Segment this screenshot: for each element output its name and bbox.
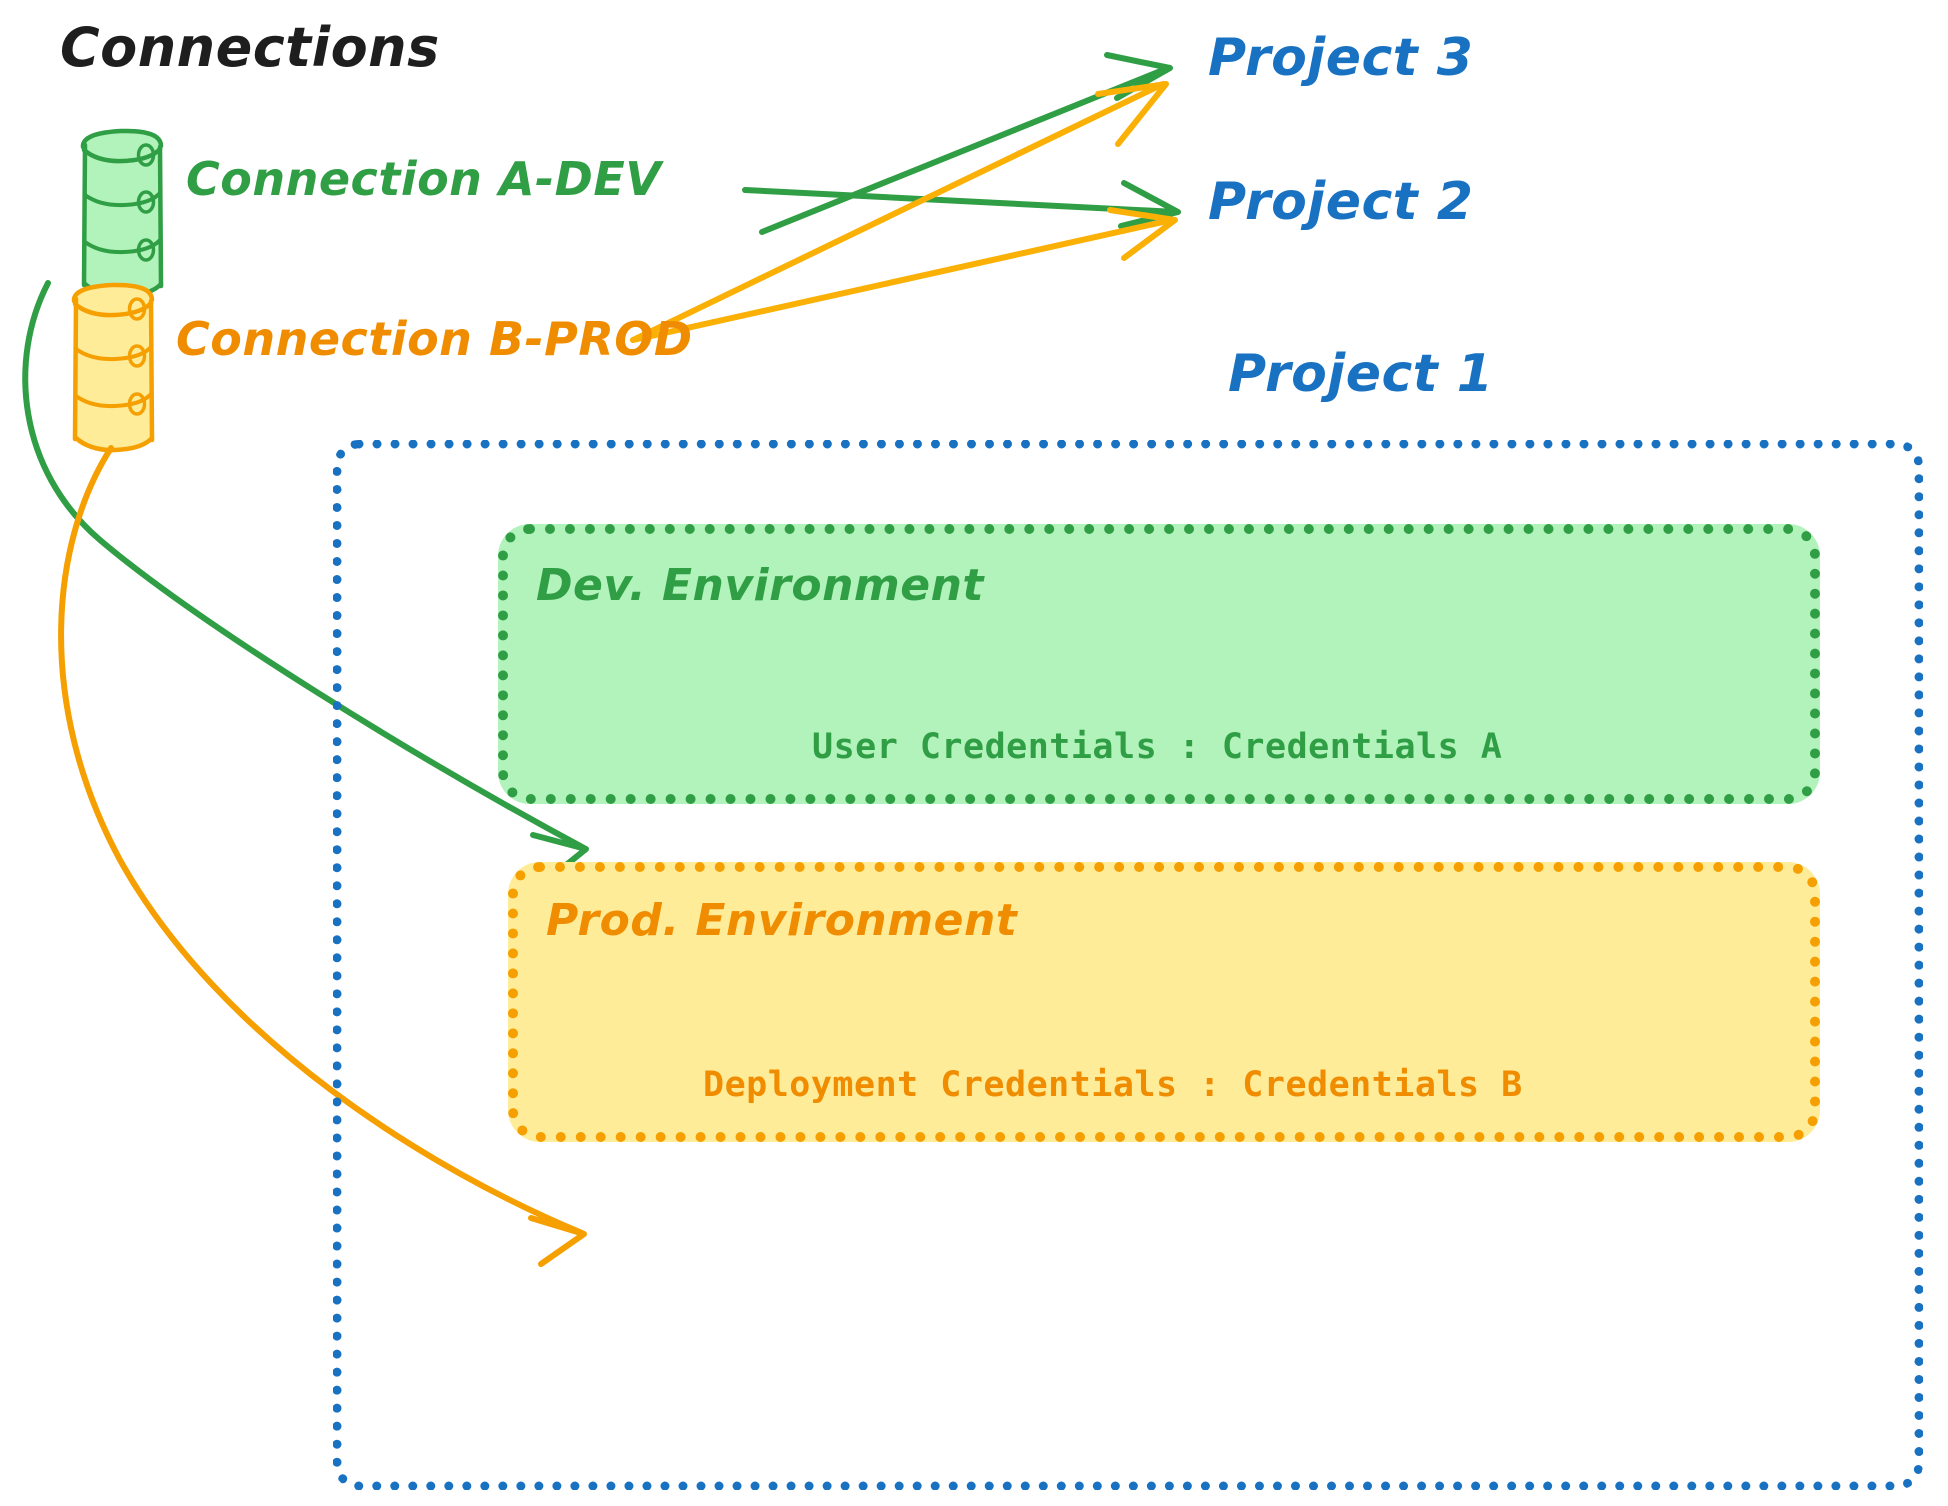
connection-label-a-dev[interactable]: Connection A-DEV xyxy=(186,152,662,206)
prod-environment-title: Prod. Environment xyxy=(546,895,1018,946)
project-label-project-2[interactable]: Project 2 xyxy=(1208,172,1474,232)
arrow-a-dev-to-project-3 xyxy=(759,52,1173,235)
project-label-project-3[interactable]: Project 3 xyxy=(1208,28,1474,88)
dev-environment-box[interactable] xyxy=(498,524,1820,804)
dev-environment-title: Dev. Environment xyxy=(536,560,984,611)
arrow-b-prod-to-project-2 xyxy=(630,207,1178,343)
project-1-container xyxy=(333,440,1923,1490)
page-title: Connections xyxy=(60,16,440,79)
arrow-a-dev-to-project-2 xyxy=(742,180,1181,229)
project-label-project-1[interactable]: Project 1 xyxy=(1228,344,1494,404)
dev-environment-credentials: User Credentials : Credentials A xyxy=(812,727,1503,767)
connection-label-b-prod[interactable]: Connection B-PROD xyxy=(176,312,693,366)
prod-environment-credentials: Deployment Credentials : Credentials B xyxy=(703,1065,1523,1105)
database-cylinder-icon-a-dev xyxy=(80,128,164,299)
database-cylinder-icon-b-prod xyxy=(71,282,155,453)
prod-environment-box[interactable] xyxy=(508,862,1820,1142)
arrow-b-prod-to-project-3 xyxy=(630,81,1169,343)
